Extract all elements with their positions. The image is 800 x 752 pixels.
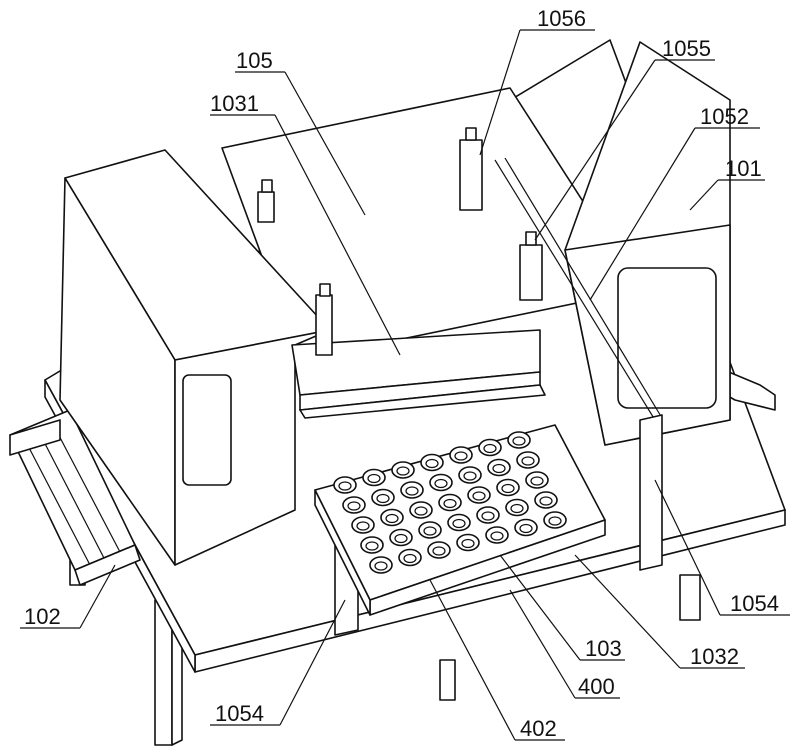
mold-hole [427,541,451,559]
mold-hole-inner [367,473,381,484]
mold-hole-inner [423,526,437,536]
mold-hole [534,491,558,509]
mold-hole-inner [347,501,361,511]
mold-hole [380,508,404,527]
mold-hole [438,493,462,512]
mold-hole-inner [548,516,562,526]
mold-hole [487,458,511,477]
label-1054-left: 1054 [215,701,264,726]
mold-hole-inner [512,436,526,446]
mold-hole [516,451,540,469]
mold-hole-inner [452,518,466,529]
label-400: 400 [578,674,615,699]
mold-hole-inner [374,561,388,571]
mold-hole-inner [403,553,417,564]
mold-hole-inner [443,498,457,509]
mold-hole [456,533,480,552]
mold-hole-inner [463,471,477,481]
mold-hole [391,461,415,479]
mold-hole [420,453,444,472]
mold-hole [369,556,393,574]
mold-hole [514,518,538,537]
label-101: 101 [725,156,762,181]
mold-hole-inner [405,486,419,496]
label-1032: 1032 [690,644,739,669]
mold-hole-inner [472,491,486,501]
mold-hole [360,536,384,554]
mold-hole [478,438,502,457]
mold-hole-inner [501,483,515,494]
right-housing [564,41,731,446]
mold-hole-inner [519,523,533,534]
mold-hole-inner [483,443,497,454]
mold-hole-inner [539,496,553,506]
mold-hole [467,486,491,504]
label-402: 402 [520,716,557,741]
label-103: 103 [585,636,622,661]
support-1054-right [639,414,663,571]
mold-hole [525,471,549,489]
mold-hole-inner [432,546,446,556]
label-105: 105 [236,48,273,73]
mold-hole [409,501,433,519]
mold-hole [505,498,529,517]
label-1054-right: 1054 [730,591,779,616]
mold-hole [429,473,453,492]
mold-hole [485,526,509,544]
mold-hole [543,511,567,529]
mold-hole-inner [365,541,379,551]
drive-rod [494,159,656,421]
mold-hole-inner [385,513,399,524]
drive-rod-edge [504,157,663,419]
press-plate-1031 [291,329,546,419]
mold-hole [333,476,357,494]
mold-hole [362,468,386,487]
mold-hole-inner [521,456,535,466]
label-1055: 1055 [662,36,711,61]
mold-hole-inner [461,538,475,549]
mold-hole-inner [530,476,544,486]
mold-hole-inner [396,466,410,476]
mold-holes-402 [333,431,567,574]
mold-hole [351,516,375,534]
mold-hole-inner [414,506,428,516]
mold-hole-inner [490,531,504,541]
rail-102 [9,409,141,586]
mold-hole [496,478,520,497]
mold-hole-inner [454,451,468,461]
mold-hole-inner [492,463,506,474]
callout-labels: 1056 105 1055 1031 1052 101 102 1054 103… [24,6,779,741]
mold-hole-inner [394,533,408,544]
mold-hole [398,548,422,567]
tray-400 [314,424,606,616]
mold-hole-inner [376,493,390,504]
label-1052: 1052 [700,104,749,129]
mold-hole [342,496,366,514]
mold-hole [400,481,424,499]
mold-hole [458,466,482,484]
mold-hole [507,431,531,449]
mold-hole-inner [425,458,439,469]
left-housing [59,149,331,566]
mold-hole [449,446,473,464]
mold-hole [447,513,471,532]
mold-hole-inner [434,478,448,489]
leader-lines [20,29,790,741]
mold-hole-inner [338,481,352,491]
mold-hole-inner [481,511,495,521]
mold-hole-inner [356,521,370,531]
label-1056: 1056 [537,6,586,31]
mold-hole [389,528,413,547]
label-1031: 1031 [210,91,259,116]
mold-hole-inner [510,503,524,514]
mold-hole [476,506,500,524]
label-102: 102 [24,604,61,629]
mold-hole [418,521,442,539]
mold-hole [371,488,395,507]
guide-posts [257,127,543,356]
